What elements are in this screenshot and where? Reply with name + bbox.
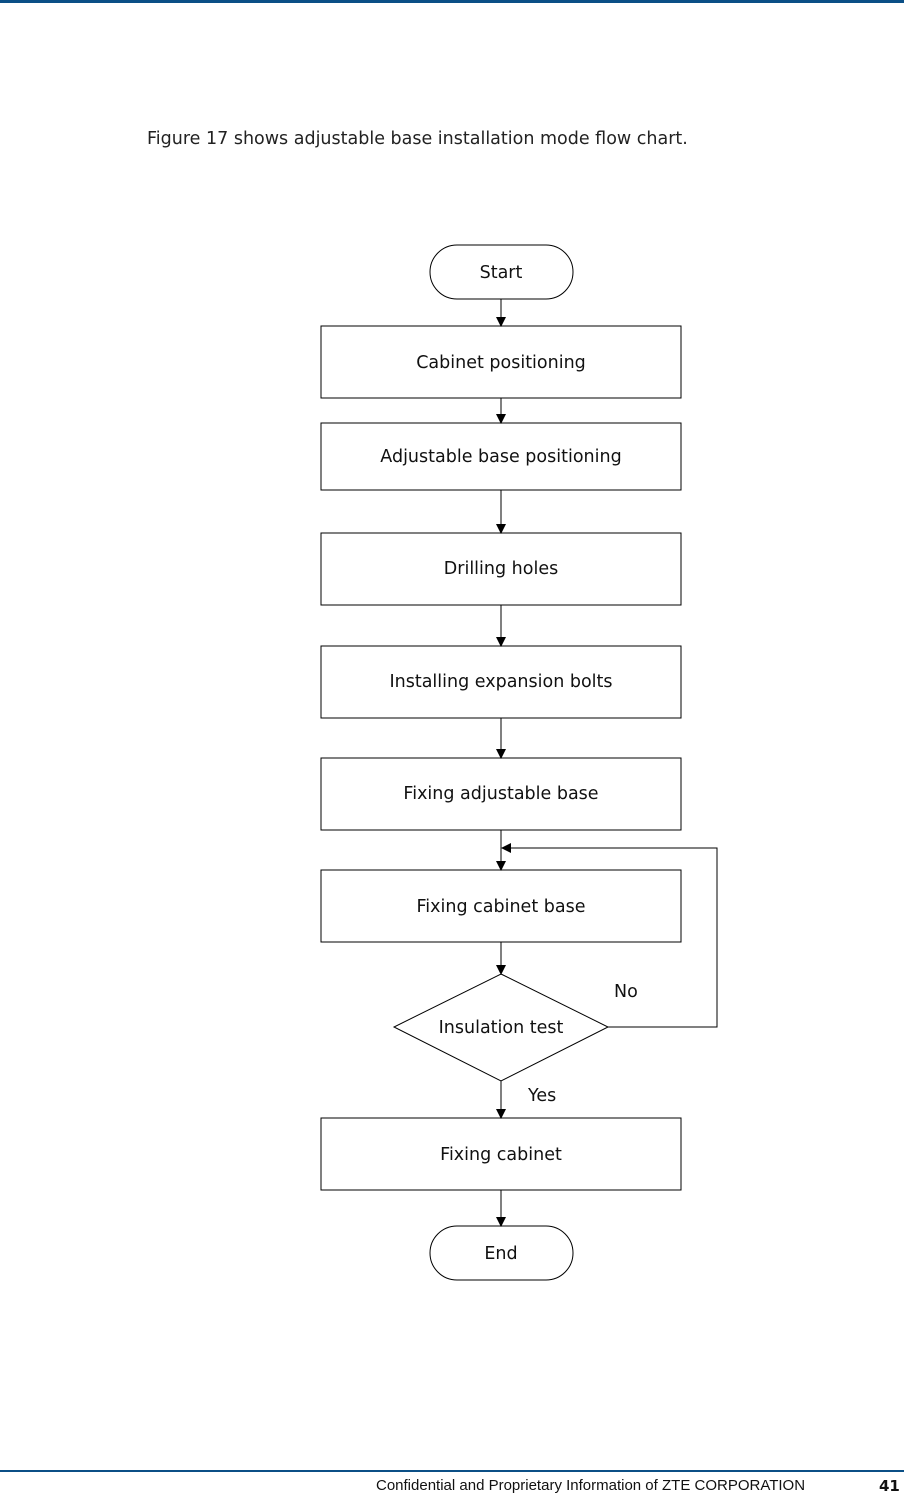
end-label: End	[484, 1244, 517, 1264]
decision-label: Insulation test	[439, 1018, 564, 1038]
header-rule	[0, 0, 904, 3]
step-label: Cabinet positioning	[416, 353, 586, 373]
yes-branch-label: Yes	[527, 1086, 556, 1106]
footer-rule	[0, 1470, 904, 1472]
step-label: Fixing cabinet	[440, 1145, 562, 1165]
start-label: Start	[480, 263, 523, 283]
intro-paragraph: Figure 17 shows adjustable base installa…	[147, 129, 688, 149]
footer-confidentiality-text: Confidential and Proprietary Information…	[376, 1477, 806, 1494]
page-number: 41	[879, 1477, 900, 1495]
loop-back-arrow	[501, 843, 718, 1028]
no-branch-label: No	[614, 982, 638, 1002]
step-label: Fixing cabinet base	[417, 897, 586, 917]
step-label: Adjustable base positioning	[380, 447, 621, 467]
step-label: Drilling holes	[444, 559, 558, 579]
step-label: Installing expansion bolts	[389, 672, 612, 692]
step-label: Fixing adjustable base	[403, 784, 598, 804]
